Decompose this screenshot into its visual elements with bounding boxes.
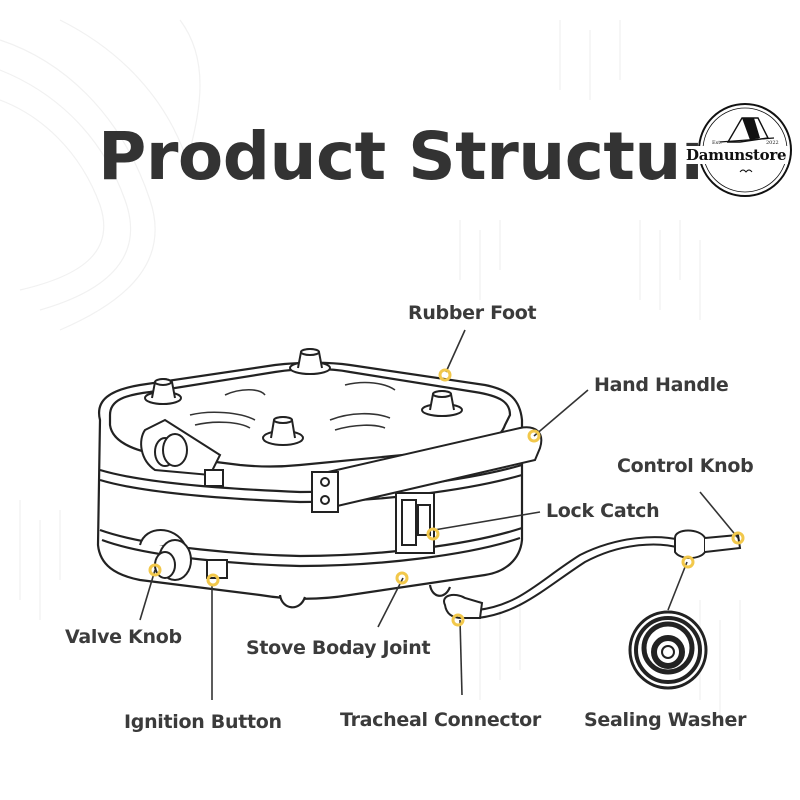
tent-icon <box>719 117 775 143</box>
label-sealing-washer: Sealing Washer <box>584 709 747 731</box>
label-lock-catch: Lock Catch <box>546 500 660 522</box>
marker-valve-knob <box>148 563 162 577</box>
tracheal-connector-body <box>443 593 484 619</box>
logo-est: Est. <box>712 140 722 146</box>
rubber-foot-knob-1 <box>144 378 182 405</box>
logo-year: 2022 <box>766 140 779 146</box>
marker-hand-handle <box>527 429 541 443</box>
marker-ignition-button <box>206 573 220 587</box>
label-tracheal-connector: Tracheal Connector <box>340 709 541 731</box>
label-control-knob: Control Knob <box>617 455 754 477</box>
label-rubber-foot: Rubber Foot <box>408 302 537 324</box>
marker-control-knob <box>731 531 745 545</box>
rubber-foot-knob-4 <box>421 390 463 417</box>
leader-lines <box>139 329 739 700</box>
gas-hose <box>477 536 681 611</box>
rubber-foot-knob-3 <box>262 416 304 446</box>
sealing-washer-graphic <box>628 610 708 690</box>
callout-markers <box>148 368 745 627</box>
label-stove-body-joint: Stove Boday Joint <box>246 637 431 659</box>
page-title: Product Structure <box>98 118 758 195</box>
marker-tracheal-connector <box>451 613 465 627</box>
label-hand-handle: Hand Handle <box>594 374 729 396</box>
label-ignition-button: Ignition Button <box>124 711 282 733</box>
control-knob-body <box>674 529 706 559</box>
rubber-foot-knob-2 <box>289 348 331 375</box>
marker-rubber-foot <box>438 368 452 382</box>
label-valve-knob: Valve Knob <box>65 626 182 648</box>
logo-brand-text: Damunstore <box>684 146 789 164</box>
marker-stove-body-joint <box>395 571 409 585</box>
marker-sealing-washer <box>681 555 695 569</box>
marker-lock-catch <box>426 527 440 541</box>
